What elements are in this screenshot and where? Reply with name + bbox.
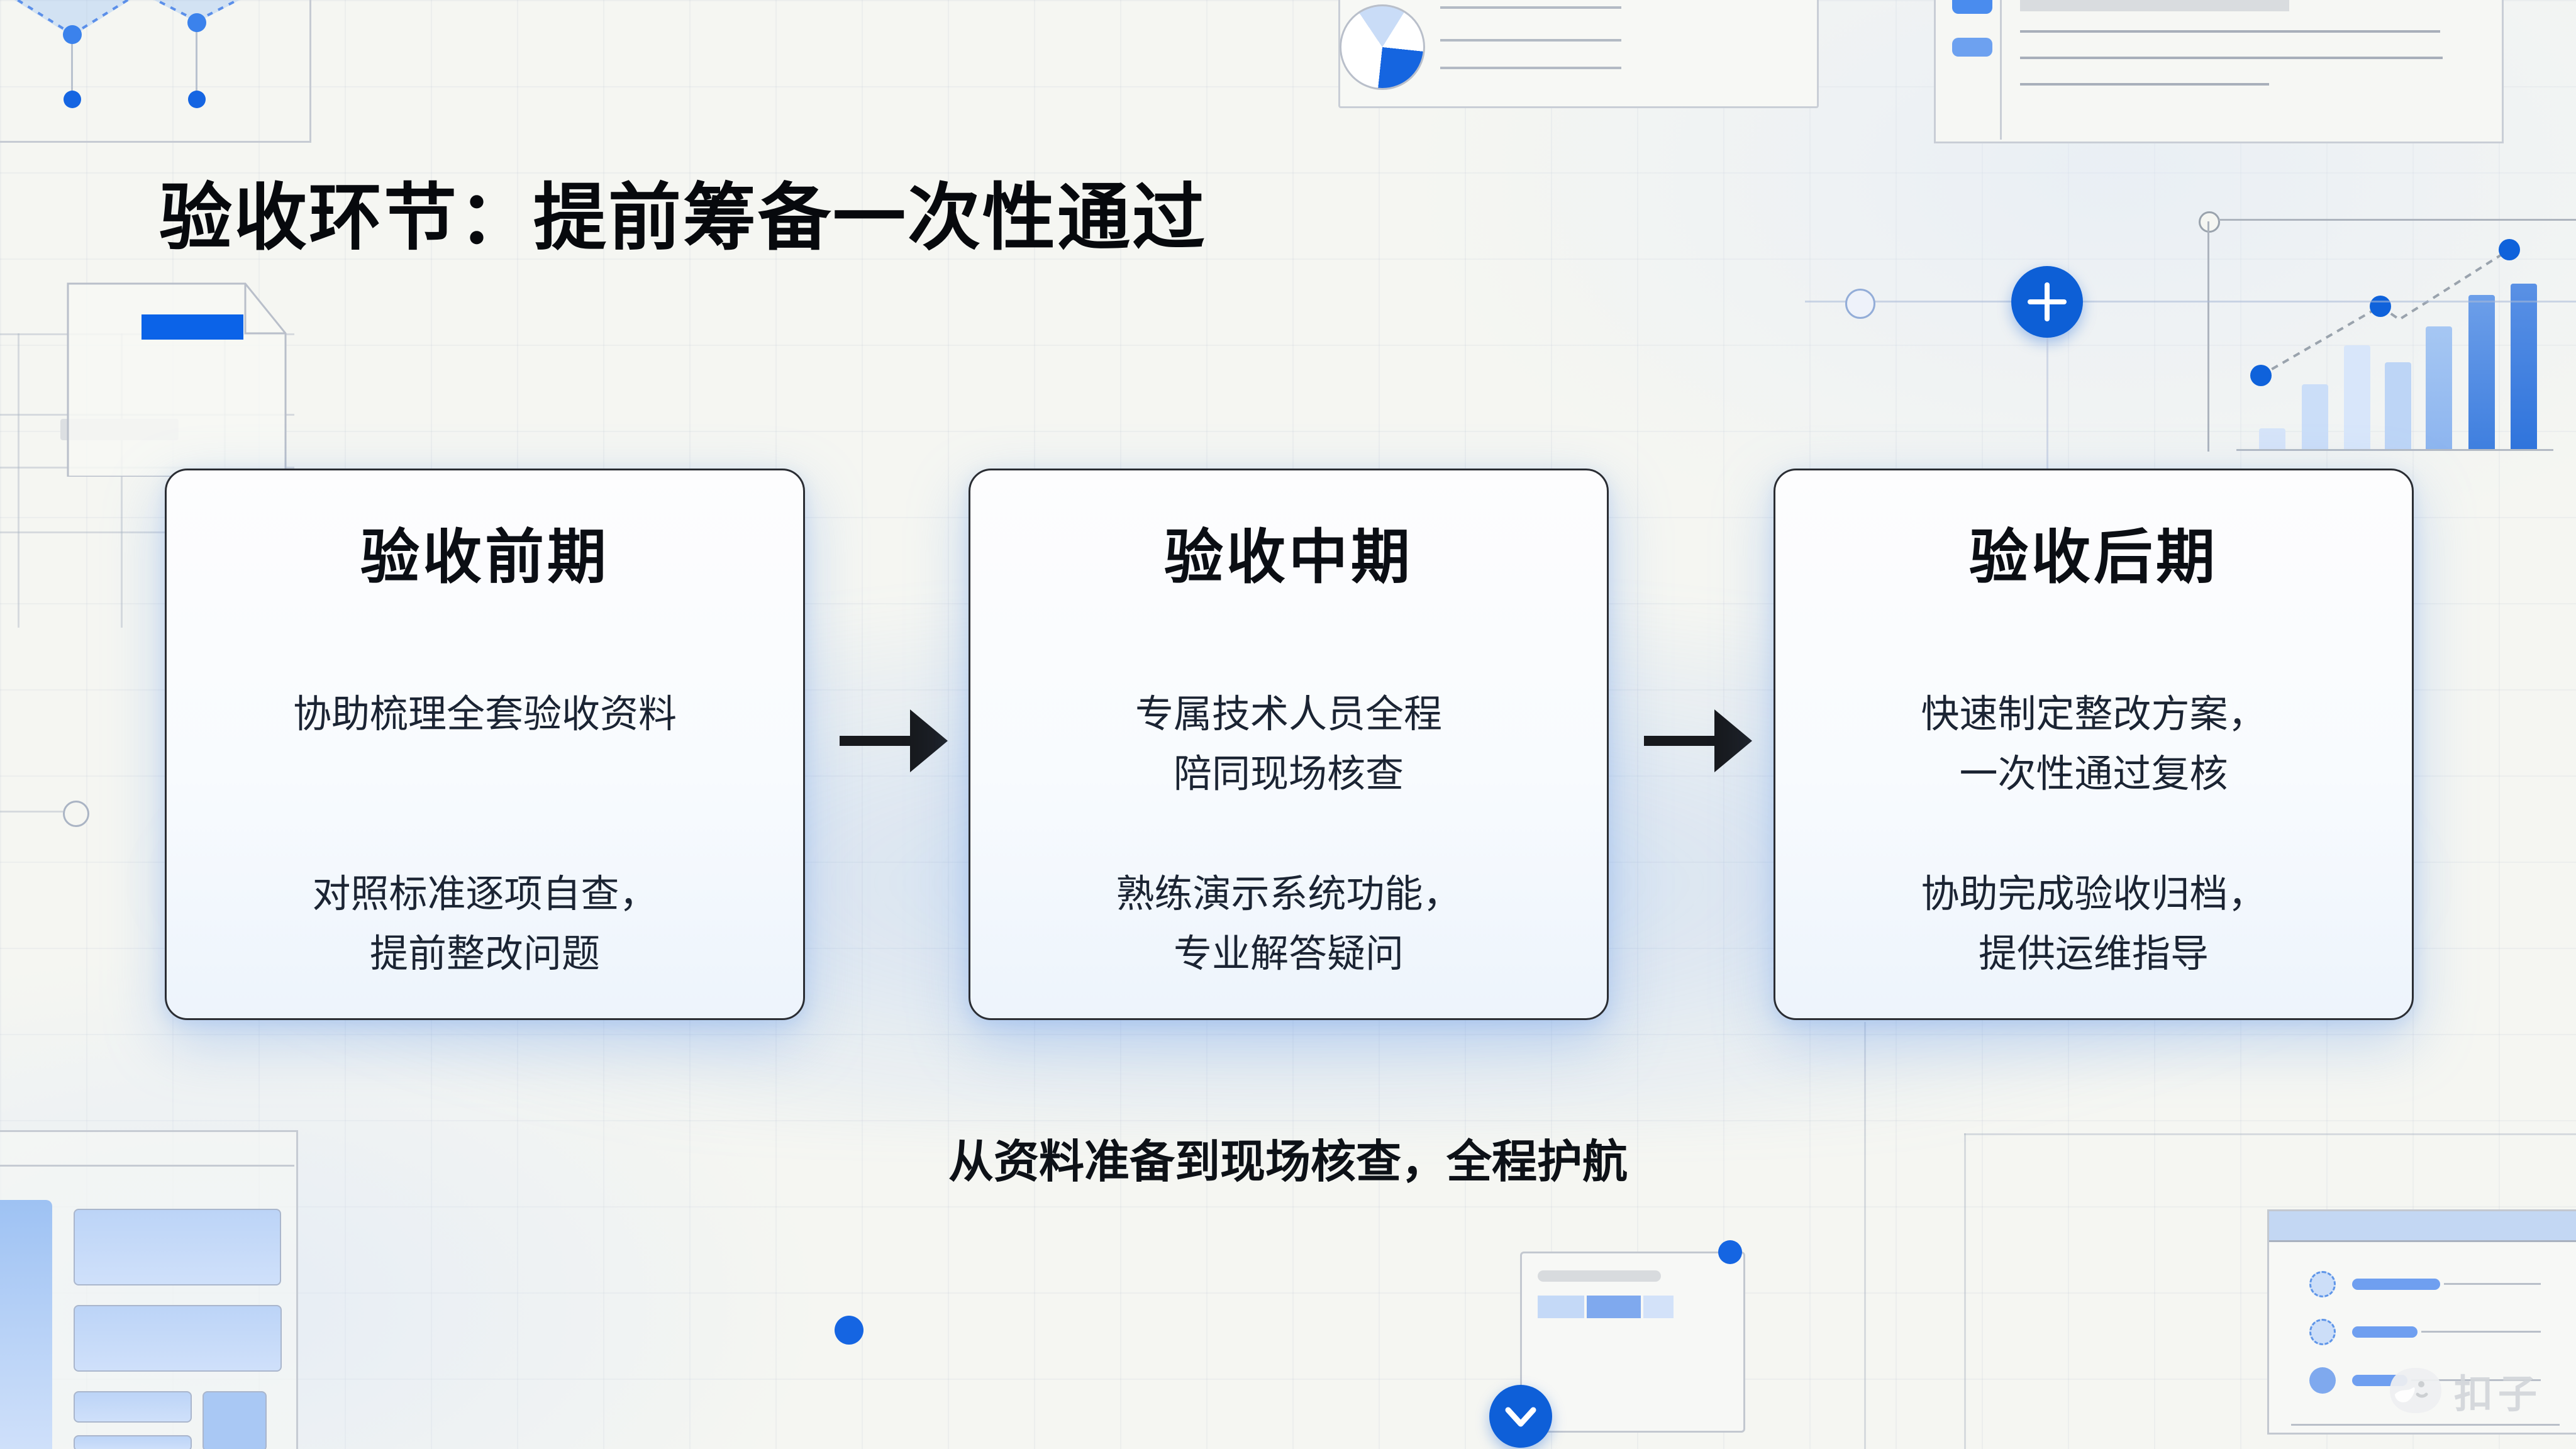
document-text-line [2020,30,2440,33]
pie-text-line [1440,39,1621,42]
connector-circle [1845,289,1875,319]
chart-node-circle [2199,211,2220,233]
guide-line [1964,1133,2576,1135]
page-title: 验收环节：提前筹备一次性通过 [159,175,1207,260]
chart-bar [2468,295,2495,449]
chart-top-line [2219,219,2576,221]
wireframe-sidebar [0,1200,52,1449]
network-node [187,13,206,32]
checklist-bottom-line [2291,1424,2560,1426]
add-button[interactable] [2011,266,2083,338]
pie-text-line [1440,67,1621,69]
footer-caption: 从资料准备到现场核查，全程护航 [948,1135,1628,1188]
document-text-line [2020,83,2269,86]
chart-bar [2385,362,2411,449]
mini-form-segment [1587,1296,1641,1318]
chart-axis-baseline [2236,449,2553,451]
wireframe-block [74,1305,282,1372]
wireframe-block [203,1391,267,1449]
scroll-down-button[interactable] [1489,1385,1552,1448]
blue-dot [835,1316,863,1345]
pie-chart-icon [1340,4,1425,90]
connector-line [1805,301,2576,303]
step-card-body1: 专属技术人员全程 陪同现场核查 [1135,692,1442,797]
mini-form-title-line [1538,1270,1661,1282]
mini-form-card [1520,1252,1745,1433]
wireframe-block [74,1209,281,1285]
network-stem [196,23,197,99]
document-heading-block [2020,0,2289,11]
chart-trend-line [2250,239,2520,386]
table-line [18,333,19,628]
chart-axis-vertical [2207,221,2209,452]
left-line [0,811,63,813]
checklist-item-line [2444,1283,2541,1285]
network-node [63,25,82,44]
step-card-body2: 熟练演示系统功能， 专业解答疑问 [1116,872,1462,977]
accent-bar [142,314,243,340]
document-panel-divider [2000,0,2002,140]
step-card-body1: 快速制定整改方案， 一次性通过复核 [1921,692,2267,797]
table-line [0,531,294,533]
document-text-line [2020,57,2443,59]
watermark-label: 扣子 [2454,1371,2543,1417]
step-card-body1: 协助梳理全套验收资料 [292,692,677,736]
step-card-late: 验收后期 快速制定整改方案， 一次性通过复核 协助完成验收归档， 提供运维指导 [1774,469,2414,1020]
step-card-body2: 对照标准逐项自查， 提前整改问题 [312,872,658,977]
watermark-logo-icon [2390,1368,2441,1413]
step-card-early: 验收前期 协助梳理全套验收资料 对照标准逐项自查， 提前整改问题 [165,469,805,1020]
step-card-title: 验收中期 [1163,523,1413,592]
folded-page-icon [67,282,287,477]
chart-bar [2344,345,2370,449]
mini-form-segment [1643,1296,1674,1318]
checklist-item-line [2411,1379,2541,1381]
checklist-item-bar [2352,1279,2440,1290]
checklist-header [2269,1211,2576,1242]
checklist-item-bar [2352,1326,2418,1338]
guide-line-vertical [1964,1133,1966,1449]
chart-bar [2511,284,2537,449]
chevron-down-icon [1505,1407,1536,1427]
chart-bar [2426,326,2452,449]
chart-bar [2259,428,2285,449]
document-panel [1934,0,2504,143]
network-node [188,91,206,108]
chart-bar [2302,384,2328,449]
wireframe-block [74,1391,192,1423]
network-panel [0,0,311,143]
wireframe-block [74,1435,192,1449]
arrow-icon [840,709,948,772]
checklist-radio [2309,1319,2336,1345]
step-card-body2: 协助完成验收归档， 提供运维指导 [1921,872,2267,977]
mini-form-segment [1538,1296,1584,1318]
left-circle [63,801,89,827]
checklist-item-line [2421,1331,2541,1333]
mini-form-corner-dot [1718,1240,1742,1264]
network-stem [71,35,73,99]
checklist-radio [2309,1271,2336,1297]
document-label-pill [1952,38,1992,57]
table-line [121,333,123,628]
step-card-title: 验收前期 [360,523,609,592]
checklist-radio-selected [2309,1367,2336,1394]
pie-text-line [1440,6,1621,9]
network-node [64,91,81,108]
wireframe-header-line [0,1165,294,1167]
arrow-icon [1644,709,1752,772]
watermark: 扣子 [2389,1362,2542,1419]
guide-line-vertical [1864,1022,1866,1449]
step-card-middle: 验收中期 专属技术人员全程 陪同现场核查 熟练演示系统功能， 专业解答疑问 [969,469,1609,1020]
step-card-title: 验收后期 [1968,523,2218,592]
document-label-pill [1952,0,1992,14]
